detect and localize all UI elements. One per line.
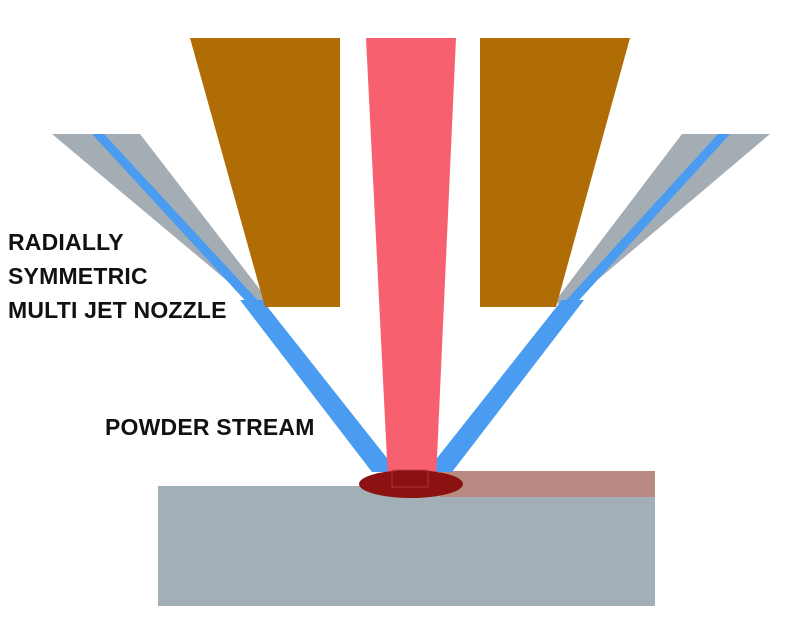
powder-stream-label: POWDER STREAM [105,414,315,440]
nozzle-label-line3: MULTI JET NOZZLE [8,297,227,323]
laser-beam [366,38,456,480]
right-nozzle-body [480,38,630,307]
deposited-track [440,471,655,497]
melt-pool-outline [391,469,429,488]
left-nozzle-body [190,38,340,307]
left-powder-channel [92,134,262,308]
right-powder-channel [562,134,730,308]
nozzle-label: RADIALLY SYMMETRIC MULTI JET NOZZLE [8,225,227,327]
melt-pool [359,470,463,498]
substrate [158,486,655,606]
left-powder-stream [240,300,398,472]
nozzle-label-line2: SYMMETRIC [8,263,148,289]
right-powder-stream [426,300,584,472]
nozzle-label-line1: RADIALLY [8,229,124,255]
